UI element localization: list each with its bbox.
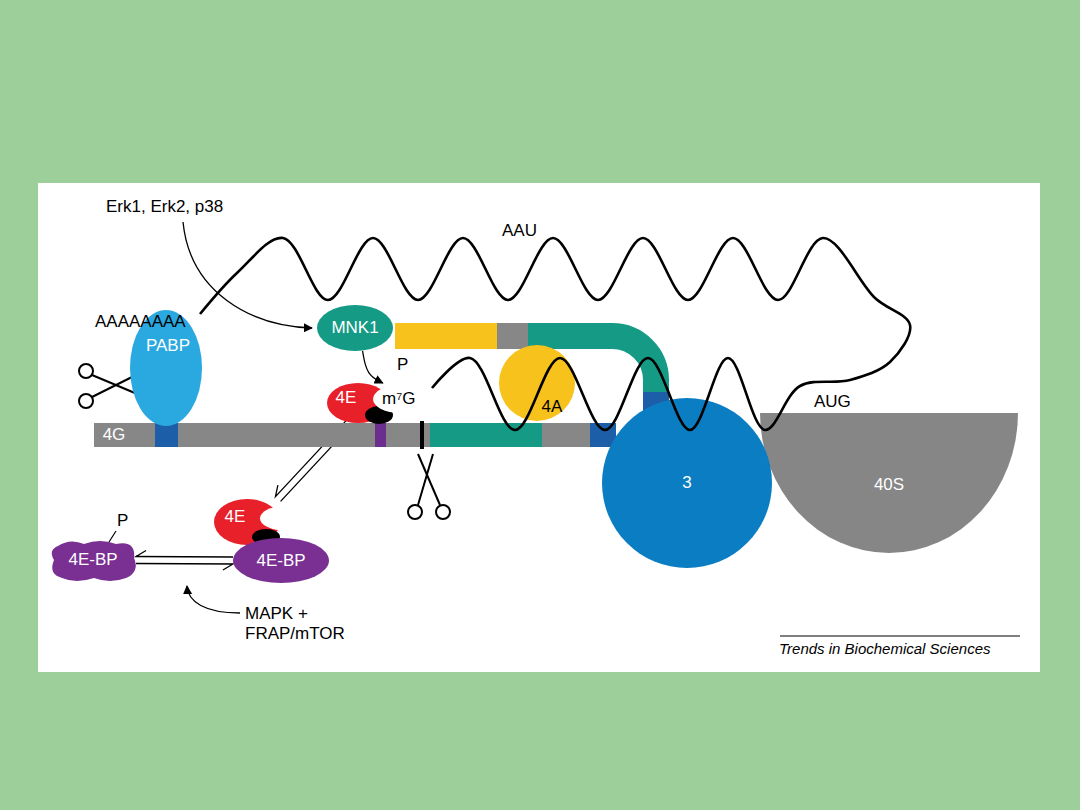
scaffold-band: 4G	[94, 423, 616, 447]
node-text: 4E-BP	[256, 551, 305, 571]
phosphate-label: P	[397, 355, 408, 375]
node-text: 4E	[225, 507, 246, 527]
domain-segment	[420, 421, 424, 449]
phosphorylation-arrow	[363, 351, 383, 383]
domain-segment	[430, 423, 542, 447]
node-text: 3	[682, 473, 691, 493]
scissors-symbol	[408, 454, 450, 519]
ribosome-subunit: 40S	[760, 413, 1018, 553]
4g-linker	[497, 323, 528, 349]
kinase-label: MAPK + FRAP/mTOR	[245, 604, 363, 645]
cap-binding-protein: 4E	[327, 383, 389, 423]
start-codon-label: AUG	[814, 392, 851, 412]
cap-label: m⁷G	[382, 389, 416, 409]
helicase-circle: 4A	[499, 345, 575, 421]
node-text: 4G	[103, 425, 126, 445]
source-credit: Trends in Biochemical Sciences	[779, 640, 990, 658]
factor-circle: 3	[602, 398, 772, 568]
node-text: 4E-BP	[68, 550, 117, 570]
equilibrium-arrow	[136, 551, 233, 570]
domain-segment	[155, 423, 178, 447]
phosphate-label: P	[117, 511, 128, 531]
node-text: 4A	[542, 397, 563, 417]
arrow-line	[363, 351, 383, 383]
phosphate-tick	[109, 531, 116, 542]
reverse-harpoon	[136, 551, 233, 557]
phospho-binding-protein: 4E-BP	[50, 540, 136, 580]
cap-binding-protein: 4E	[214, 499, 280, 545]
node-text: 4E	[336, 388, 357, 408]
credit-rule	[780, 636, 1020, 637]
4g-mnk-domain	[395, 323, 497, 349]
kinase-arrow	[187, 586, 240, 613]
polya-label: AAAAAAAA	[95, 312, 186, 332]
kinase-label: Erk1, Erk2, p38	[106, 197, 223, 217]
node-text: PABP	[146, 336, 190, 356]
kinase-ellipse: MNK1	[317, 305, 393, 351]
helicase-circle-outline	[499, 345, 575, 421]
domain-segment	[375, 423, 386, 447]
node-text: MNK1	[331, 318, 378, 338]
mrna-strand	[200, 238, 910, 430]
cap-binding-protein-outline	[214, 499, 280, 545]
forward-harpoon	[136, 564, 233, 570]
binding-protein: 4E-BP	[233, 538, 329, 583]
node-text: 40S	[874, 475, 904, 495]
codon-label: AAU	[502, 221, 537, 241]
